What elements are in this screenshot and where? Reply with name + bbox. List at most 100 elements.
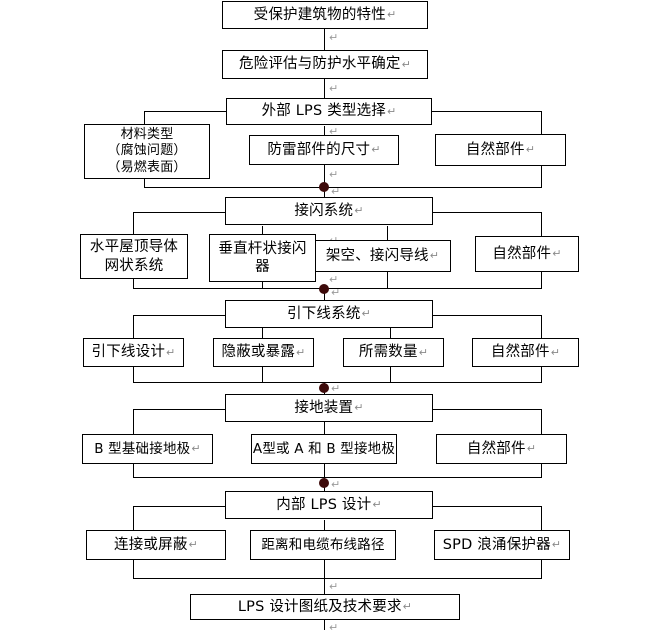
bus-17-left (133, 409, 226, 411)
bus-merge-into-12 (133, 288, 542, 290)
junction-dot-above-12 (319, 284, 329, 294)
node-concealed-or-exposed[interactable]: 隐蔽或暴露↵ (213, 338, 314, 367)
riser-concealed-to-bus17 (262, 367, 264, 383)
drop-17-to-natural-d (541, 409, 543, 434)
pilcrow-mark: ↵ (429, 249, 440, 263)
bus-17-right (432, 409, 542, 411)
riser-rod-to-bus12 (262, 282, 264, 289)
pilcrow-mark: ↵ (354, 401, 364, 415)
node-vertical-rod-air-terminal[interactable]: 垂直杆状接闪 器 (209, 234, 316, 282)
node-label-line-2: （腐蚀问题） (107, 143, 187, 159)
node-air-termination-system[interactable]: 接闪系统↵ (225, 197, 433, 225)
pilcrow-mark: ↵ (361, 307, 371, 321)
connector-bus-to-07 (324, 187, 326, 197)
bus-07-left (133, 212, 226, 214)
bus-merge-into-21 (133, 477, 542, 479)
node-internal-lps-design[interactable]: 内部 LPS 设计↵ (225, 491, 433, 519)
drop-07-to-rod (262, 226, 264, 234)
pilcrow-mark: ↵ (525, 143, 536, 157)
node-label: 接闪系统 (294, 202, 354, 219)
node-natural-components-a[interactable]: 自然部件↵ (435, 134, 566, 166)
riser-natural-c-to-bus17 (541, 367, 543, 383)
drop-03-to-material (144, 111, 146, 124)
drop-12-to-natural-c (541, 315, 543, 338)
node-label: 内部 LPS 设计 (276, 496, 372, 513)
bus-merge-into-07 (144, 187, 542, 189)
drop-03-to-size (324, 126, 326, 135)
node-label: 自然部件 (492, 245, 552, 262)
return-mark-13: ↵ (329, 621, 339, 630)
drop-12-to-concealed (262, 328, 264, 338)
node-down-conductor-design[interactable]: 引下线设计↵ (83, 338, 184, 367)
pilcrow-mark: ↵ (166, 345, 176, 359)
node-material-type[interactable]: 材料类型 （腐蚀问题） （易燃表面） (84, 124, 210, 179)
node-label-line-2: 器 (255, 259, 270, 275)
node-label: 防雷部件的尺寸 (267, 141, 371, 158)
riser-quantity-to-bus17 (390, 367, 392, 383)
bus-21-left (133, 506, 226, 508)
return-mark-04: ↵ (329, 168, 339, 181)
riser-size-to-bus07 (324, 165, 326, 188)
node-earthing-device[interactable]: 接地装置↵ (225, 394, 433, 422)
node-risk-assessment[interactable]: 危险评估与防护水平确定↵ (222, 50, 428, 79)
pilcrow-mark: ↵ (401, 57, 412, 71)
node-label-line-1: 水平屋顶导体 (89, 239, 179, 256)
node-type-a-or-ab-electrode[interactable]: A型或 A 和 B 型接地极 (251, 434, 397, 464)
return-mark-12: ↵ (329, 580, 339, 593)
node-label: 外部 LPS 类型选择 (261, 103, 387, 120)
bus-12-right (432, 315, 542, 317)
pilcrow-mark: ↵ (550, 345, 561, 359)
node-label: 受保护建筑物的特性 (253, 6, 386, 23)
node-spd-surge-protector[interactable]: SPD 浪涌保护器↵ (434, 530, 570, 560)
node-label: A型或 A 和 B 型接地极 (252, 440, 396, 457)
connector-02-to-03 (324, 79, 326, 98)
pilcrow-mark: ↵ (386, 8, 397, 22)
node-natural-components-c[interactable]: 自然部件↵ (472, 338, 579, 367)
pilcrow-mark: ↵ (371, 143, 381, 157)
node-required-quantity[interactable]: 所需数量↵ (343, 338, 444, 367)
node-label: 隐蔽或暴露 (221, 344, 296, 361)
drop-07-to-natural-b (541, 212, 543, 236)
node-label-line-2: 网状系统 (104, 257, 164, 274)
bus-21-right (432, 506, 542, 508)
node-bonding-or-shielding[interactable]: 连接或屏蔽↵ (86, 530, 226, 560)
drop-21-to-distance (324, 520, 326, 530)
node-label: 连接或屏蔽 (114, 536, 188, 553)
return-mark-10: ↵ (331, 382, 341, 395)
pilcrow-mark: ↵ (354, 204, 364, 218)
node-distance-and-cable-routing[interactable]: 距离和电缆布线路径 (250, 530, 396, 560)
node-building-characteristics[interactable]: 受保护建筑物的特性↵ (222, 1, 428, 29)
drop-17-to-type-b (133, 409, 135, 434)
node-type-b-foundation-electrode[interactable]: B 型基础接地极↵ (82, 434, 213, 464)
node-horizontal-roof-mesh[interactable]: 水平屋顶导体 网状系统 (80, 234, 188, 279)
drop-12-to-quantity (390, 328, 392, 338)
pilcrow-mark: ↵ (552, 247, 562, 261)
junction-dot-above-17 (319, 383, 329, 393)
connector-25-tail (324, 620, 326, 630)
bus-07-right (432, 212, 542, 214)
connector-01-to-02 (324, 28, 326, 50)
node-overhead-catenary-wire[interactable]: 架空、接闪导线↵ (314, 240, 451, 272)
node-component-size[interactable]: 防雷部件的尺寸↵ (249, 135, 399, 165)
riser-design-to-bus17 (133, 367, 135, 383)
riser-overhead-to-bus12 (387, 272, 389, 289)
drop-21-to-spd (541, 506, 543, 530)
drop-17-to-type-a (324, 422, 326, 434)
node-down-conductor-system[interactable]: 引下线系统↵ (225, 300, 433, 328)
pilcrow-mark: ↵ (296, 345, 306, 359)
node-label-line-3: （易燃表面） (107, 159, 187, 175)
node-label: 自然部件 (490, 344, 550, 361)
return-mark-09: ↵ (331, 286, 341, 299)
pilcrow-mark: ↵ (526, 442, 537, 456)
node-label: 引下线系统 (287, 305, 361, 322)
bus-merge-into-17 (133, 382, 542, 384)
node-external-lps-type[interactable]: 外部 LPS 类型选择↵ (226, 98, 432, 125)
node-label: B 型基础接地极 (94, 440, 191, 457)
node-lps-drawings-and-specs[interactable]: LPS 设计图纸及技术要求↵ (190, 594, 460, 620)
node-natural-components-d[interactable]: 自然部件↵ (436, 434, 567, 464)
riser-type-b-to-bus21 (133, 464, 135, 478)
pilcrow-mark: ↵ (188, 538, 198, 552)
return-mark-02: ↵ (329, 82, 339, 95)
node-natural-components-b[interactable]: 自然部件↵ (475, 236, 579, 272)
